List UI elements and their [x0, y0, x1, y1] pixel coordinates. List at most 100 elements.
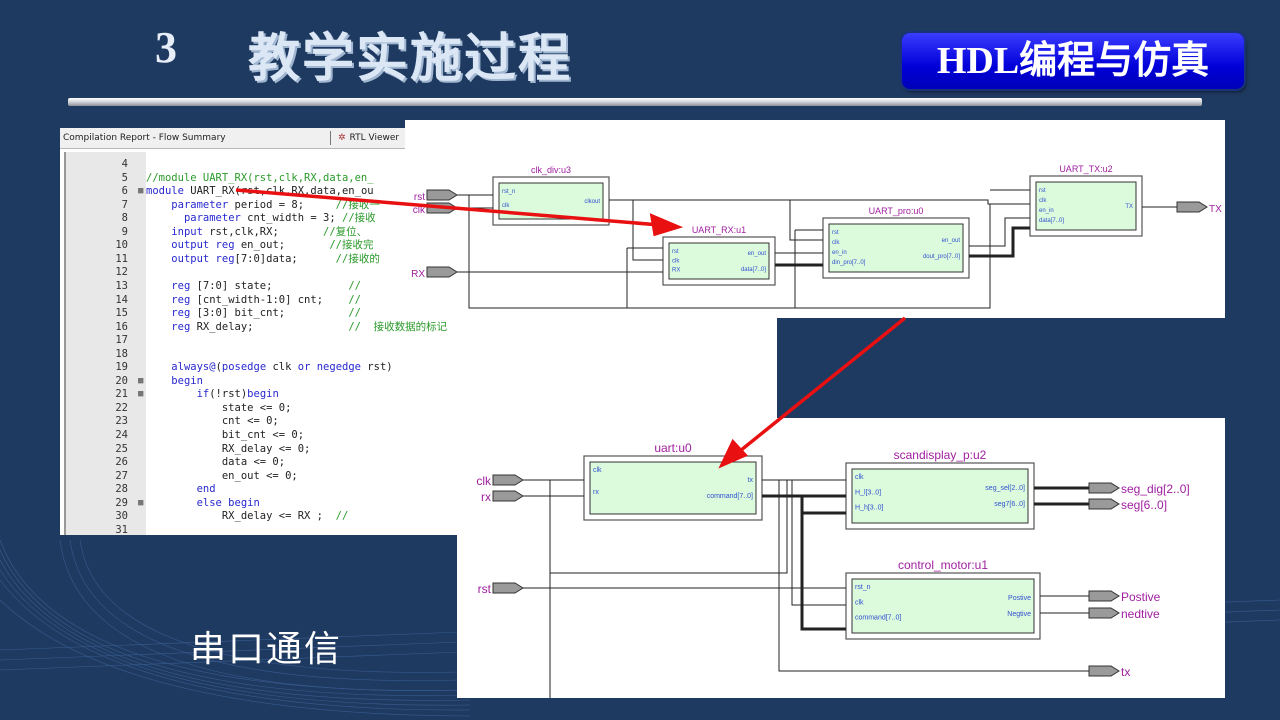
tab-rtl-viewer-label: RTL Viewer — [349, 133, 400, 143]
code-line[interactable]: 22 state <= 0; — [66, 402, 766, 415]
code-line[interactable]: 5 //module UART_RX(rst,clk,RX,data,en_ — [66, 172, 766, 185]
port-label: clk — [832, 240, 840, 246]
code-text: reg RX_delay; // 接收数据的标记 — [171, 320, 448, 333]
input-rx-pin — [492, 490, 524, 502]
code-line[interactable]: 21■ if(!rst)begin — [66, 388, 766, 401]
port-label: rst — [1039, 188, 1046, 194]
arrow-head-icon — [649, 213, 684, 237]
port-label: rst_n — [502, 189, 515, 195]
code-line[interactable]: 23 cnt <= 0; — [66, 415, 766, 428]
port-label: clk — [855, 599, 864, 606]
line-number: 5 — [121, 171, 128, 184]
wire — [800, 496, 846, 631]
code-text: parameter period = 8; //接收一 — [171, 198, 380, 211]
line-number: 26 — [115, 456, 128, 469]
code-line[interactable]: 9 input rst,clk,RX; //复位、 — [66, 226, 766, 239]
code-text: output reg[7:0]data; //接收的 — [171, 252, 380, 265]
arrow-code-to-uart-rx — [235, 188, 661, 227]
code-line[interactable]: 12 — [66, 266, 766, 279]
fold-toggle-icon[interactable]: ■ — [138, 375, 144, 386]
line-number: 22 — [115, 401, 128, 414]
code-text: cnt <= 0; — [146, 415, 279, 428]
code-line[interactable]: 18 — [66, 348, 766, 361]
code-line[interactable]: 17 — [66, 334, 766, 347]
code-text: //module UART_RX(rst,clk,RX,data,en_ — [146, 171, 374, 184]
block-label: uart:u0 — [654, 441, 692, 455]
line-number: 24 — [115, 429, 128, 441]
code-line[interactable]: 29■ else begin — [66, 497, 766, 510]
output-nedtive-pin — [1088, 607, 1120, 619]
line-number: 8 — [121, 212, 128, 225]
line-number: 18 — [115, 347, 128, 360]
fold-toggle-icon[interactable]: ■ — [138, 186, 144, 197]
code-line[interactable]: 16 reg RX_delay; // 接收数据的标记 — [66, 321, 766, 334]
code-line[interactable]: 14 reg [cnt_width-1:0] cnt; // — [66, 294, 766, 307]
input-rx-label: RX — [411, 269, 425, 280]
line-number: 14 — [115, 293, 128, 306]
code-text: end — [196, 483, 216, 496]
code-line[interactable]: 8 parameter cnt_width = 3; //接收 — [66, 212, 766, 225]
code-line[interactable]: 19 always@(posedge clk or negedge rst) — [66, 361, 766, 374]
code-line[interactable]: 6■module UART_RX(rst,clk,RX,data,en_ou — [66, 185, 766, 198]
block-label: UART_pro:u0 — [869, 206, 924, 216]
code-line[interactable]: 4 — [66, 158, 766, 171]
tab-rtl-viewer[interactable]: ✲RTL Viewer — [338, 133, 399, 143]
code-text: module UART_RX(rst,clk,RX,data,en_ou — [146, 185, 374, 198]
wire — [969, 226, 1030, 258]
code-line[interactable]: 13 reg [7:0] state; // — [66, 280, 766, 293]
code-line[interactable]: 20 ■ begin — [66, 375, 766, 388]
block-body — [589, 461, 757, 515]
code-line[interactable]: 25 RX_delay <= 0; — [66, 443, 766, 456]
code-line[interactable]: 24 bit_cnt <= 0; — [66, 429, 766, 442]
code-line[interactable]: 31 — [66, 524, 766, 535]
input-rst-pin — [426, 189, 458, 201]
block-label: UART_TX:u2 — [1059, 164, 1112, 174]
tab-compilation-report[interactable]: Compilation Report - Flow Summary — [63, 133, 226, 143]
code-line[interactable]: 30 RX_delay <= RX ; // — [66, 510, 766, 523]
code-line[interactable]: 28 end — [66, 483, 766, 496]
line-number: 30 — [115, 510, 128, 523]
subtitle: 串口通信 — [190, 629, 343, 670]
port-label: command[7..0] — [855, 615, 901, 622]
output-seg-dig-pin — [1088, 482, 1120, 494]
wire — [762, 479, 1089, 672]
line-number: 21 — [115, 388, 128, 401]
port-label: en_out — [942, 238, 961, 244]
port-label: Postive — [1008, 595, 1031, 602]
port-label: en_in — [832, 250, 847, 256]
line-number-gutter — [66, 152, 146, 535]
line-number: 15 — [115, 307, 128, 320]
output-tx-pin — [1176, 201, 1208, 213]
line-number: 20 — [115, 374, 128, 387]
fold-toggle-icon[interactable]: ■ — [138, 389, 144, 400]
line-number: 28 — [115, 483, 128, 496]
wire — [789, 200, 823, 241]
code-line[interactable]: 7 parameter period = 8; //接收一 — [66, 199, 766, 212]
input-rst-label: rst — [414, 192, 425, 203]
port-label: clk — [593, 467, 602, 474]
code-line[interactable]: 11 output reg[7:0]data; //接收的 — [66, 253, 766, 266]
port-label: dout_pro[7..0] — [923, 254, 960, 260]
output-seg-pin — [1088, 498, 1120, 510]
code-text: input rst,clk,RX; //复位、 — [171, 225, 368, 238]
code-line[interactable]: 15 reg [3:0] bit_cnt; // — [66, 307, 766, 320]
input-clk-label: clk — [476, 474, 492, 488]
code-text: output reg en_out; //接收完 — [171, 239, 374, 252]
code-line[interactable]: 10 output reg en_out; //接收完 — [66, 239, 766, 252]
code-text: begin — [171, 374, 203, 387]
port-label: rst — [672, 249, 679, 255]
port-label: din_pro[7..0] — [832, 260, 866, 266]
block-body — [851, 578, 1035, 634]
port-label: en_out — [748, 251, 767, 257]
topic-badge: HDL编程与仿真 — [902, 33, 1244, 89]
code-text: RX_delay <= RX ; // — [146, 510, 349, 523]
code-line[interactable]: 27 en_out <= 0; — [66, 470, 766, 483]
code-line[interactable]: 26 data <= 0; — [66, 456, 766, 469]
line-number: 9 — [121, 225, 128, 238]
fold-toggle-icon[interactable]: ■ — [138, 497, 144, 508]
tab-separator — [330, 131, 331, 145]
code-text: always@(posedge clk or negedge rst) — [171, 361, 393, 374]
